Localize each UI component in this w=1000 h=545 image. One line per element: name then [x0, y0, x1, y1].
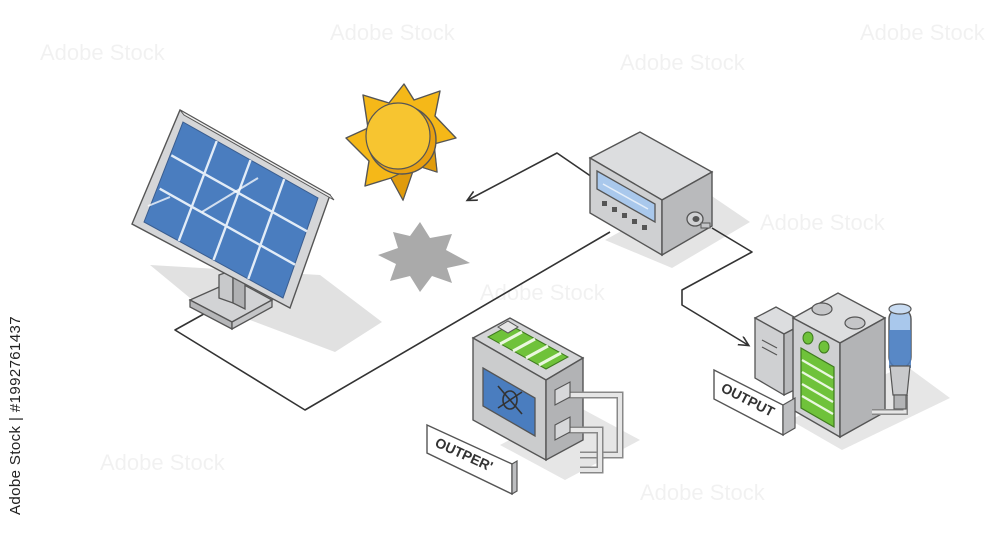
svg-text:Adobe Stock: Adobe Stock [40, 40, 166, 65]
water-tank-icon [888, 303, 912, 410]
solar-panel-icon [131, 109, 335, 331]
sun-icon [345, 83, 457, 202]
svg-text:Adobe Stock: Adobe Stock [330, 20, 456, 45]
watermark-pattern: Adobe Stock Adobe Stock Adobe Stock Adob… [40, 20, 986, 505]
svg-text:Adobe Stock: Adobe Stock [100, 450, 226, 475]
svg-text:Adobe Stock: Adobe Stock [860, 20, 986, 45]
sun-shadow [378, 222, 470, 292]
wiring [174, 152, 753, 411]
wire-panel-to-controller [174, 231, 611, 411]
wire-controller-to-inverter [681, 227, 753, 345]
stock-id-text: Adobe Stock | #1992761437 [7, 315, 25, 515]
svg-text:Adobe Stock: Adobe Stock [620, 50, 746, 75]
charge-controller-icon [588, 131, 714, 257]
stock-id-caption: Adobe Stock | #1992761437 [4, 300, 28, 530]
svg-text:Adobe Stock: Adobe Stock [480, 280, 606, 305]
inverter-icon [753, 292, 908, 439]
svg-text:Adobe Stock: Adobe Stock [640, 480, 766, 505]
svg-text:Adobe Stock: Adobe Stock [760, 210, 886, 235]
battery-icon [471, 317, 624, 474]
wire-controller-to-sun [468, 152, 593, 200]
